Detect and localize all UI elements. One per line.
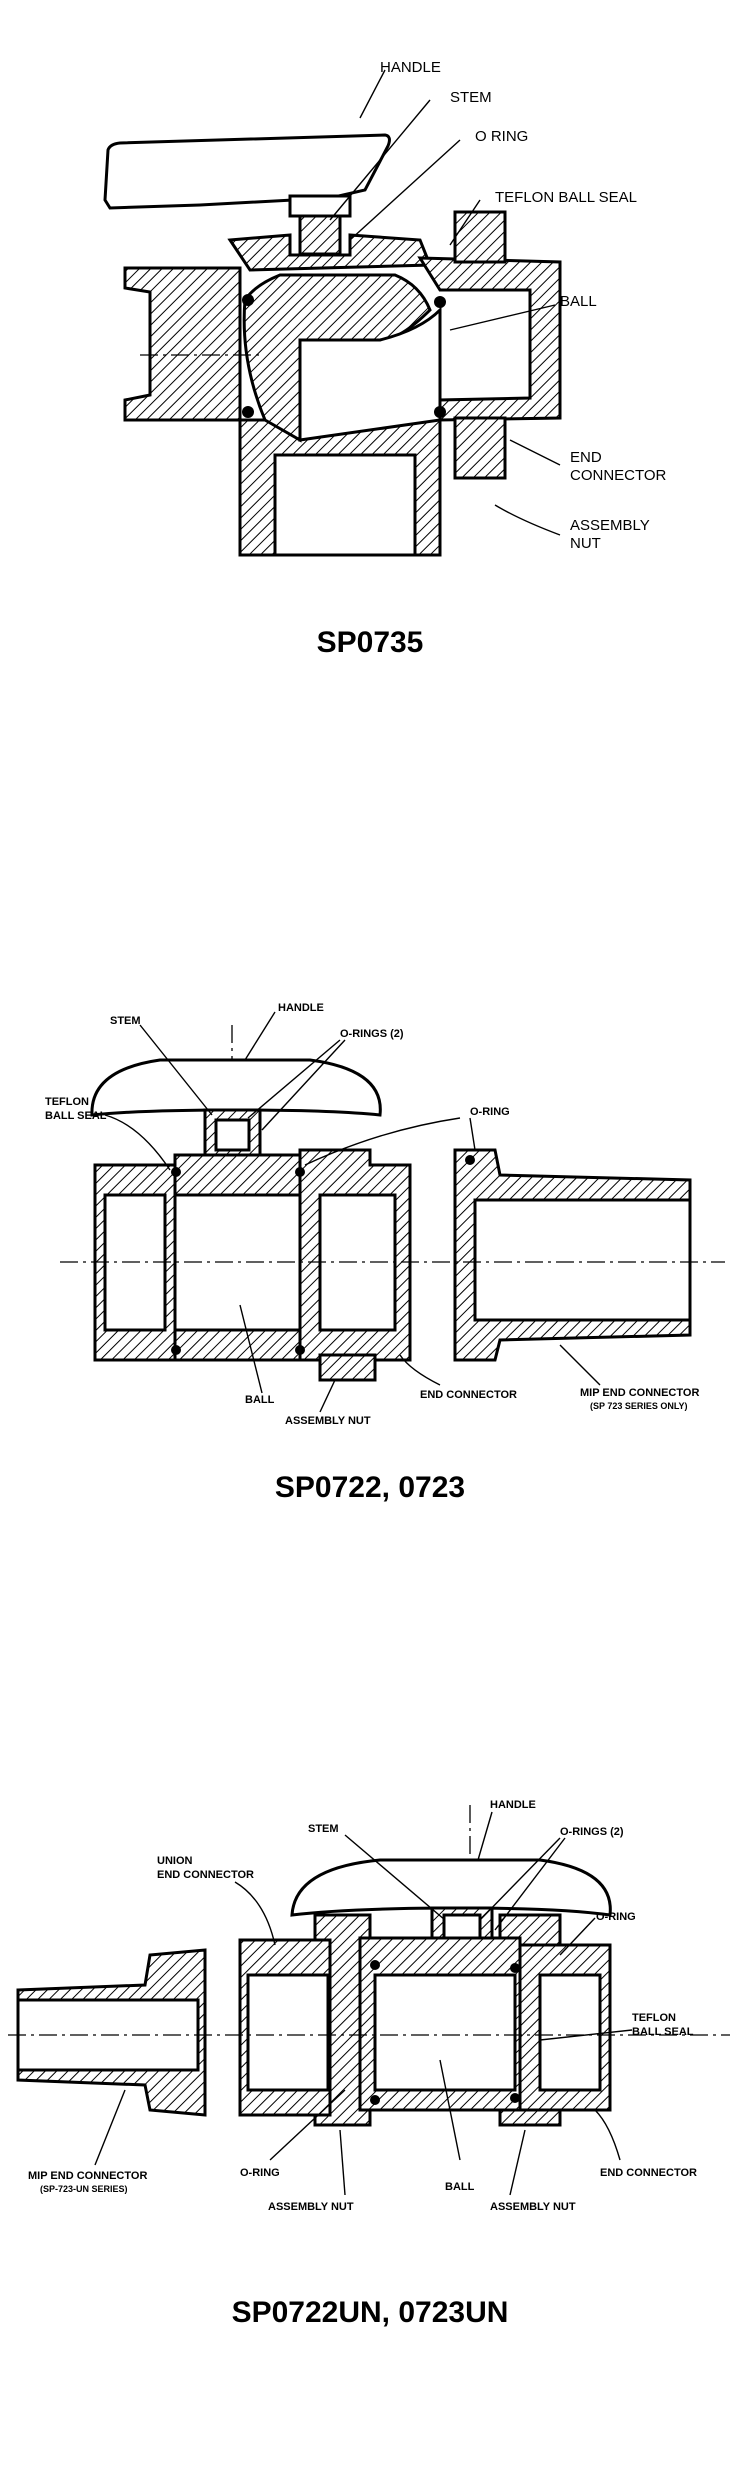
handle-shape: [103, 133, 391, 210]
label-teflon-3b: BALL SEAL: [632, 2026, 694, 2038]
ball-shape: [242, 273, 432, 443]
figure-sp0735: HANDLE STEM O RING TEFLON BALL SEAL BALL…: [103, 59, 667, 659]
label-stem-2: STEM: [110, 1015, 141, 1027]
label-handle-3: HANDLE: [490, 1799, 536, 1811]
label-union-3b: END CONNECTOR: [157, 1869, 254, 1881]
label-handle-2: HANDLE: [278, 1002, 324, 1014]
label-mip-2a: MIP END CONNECTOR: [580, 1387, 699, 1399]
label-end-connector-3: END CONNECTOR: [600, 2167, 697, 2179]
label-o-ring: O RING: [475, 128, 528, 145]
label-assembly-nut-2: ASSEMBLY NUT: [285, 1415, 371, 1427]
label-mip-2b: (SP 723 SERIES ONLY): [590, 1401, 688, 1411]
caption-sp0722-0723: SP0722, 0723: [275, 1471, 465, 1504]
assembly-nut-top: [453, 210, 507, 264]
label-stem: STEM: [450, 89, 492, 106]
label-assembly-nut-right-3: ASSEMBLY NUT: [490, 2201, 576, 2213]
caption-sp0722un-0723un: SP0722UN, 0723UN: [232, 2296, 509, 2329]
label-ball-2: BALL: [245, 1394, 275, 1406]
handle-shape-2: [90, 1058, 382, 1117]
label-ball-3: BALL: [445, 2181, 475, 2193]
label-o-ring-top-3: O-RING: [596, 1911, 636, 1923]
label-o-ring-2: O-RING: [470, 1106, 510, 1118]
assembly-nut-bottom: [453, 416, 507, 480]
label-assembly-nut-2: NUT: [570, 535, 601, 552]
label-end-connector-2: END CONNECTOR: [420, 1389, 517, 1401]
label-handle: HANDLE: [380, 59, 441, 76]
label-ball: BALL: [560, 293, 597, 310]
label-end-connector-1: END: [570, 449, 602, 466]
figure-sp0722-0723: STEM HANDLE O-RINGS (2) TEFLON BALL SEAL…: [45, 1002, 725, 1504]
label-teflon-2b: BALL SEAL: [45, 1110, 107, 1122]
label-teflon-ball-seal: TEFLON BALL SEAL: [495, 189, 637, 206]
caption-sp0735: SP0735: [317, 626, 424, 659]
assembly-nut-2: [318, 1353, 377, 1382]
label-end-connector-2: CONNECTOR: [570, 467, 667, 484]
label-o-rings-2: O-RINGS (2): [340, 1028, 404, 1040]
label-o-ring-bottom-3: O-RING: [240, 2167, 280, 2179]
label-assembly-nut-1: ASSEMBLY: [570, 517, 650, 534]
label-union-3a: UNION: [157, 1855, 193, 1867]
body-top: [227, 233, 433, 272]
label-stem-3: STEM: [308, 1823, 339, 1835]
left-connector: [123, 266, 242, 422]
label-o-rings-3: O-RINGS (2): [560, 1826, 624, 1838]
figure-sp0722un-0723un: HANDLE STEM O-RINGS (2) UNION END CONNEC…: [8, 1799, 730, 2329]
handle-shape-3: [290, 1858, 612, 1917]
label-teflon-2a: TEFLON: [45, 1096, 89, 1108]
label-mip-3b: (SP-723-UN SERIES): [40, 2184, 128, 2194]
label-assembly-nut-left-3: ASSEMBLY NUT: [268, 2201, 354, 2213]
label-mip-3a: MIP END CONNECTOR: [28, 2170, 147, 2182]
label-teflon-3a: TEFLON: [632, 2012, 676, 2024]
